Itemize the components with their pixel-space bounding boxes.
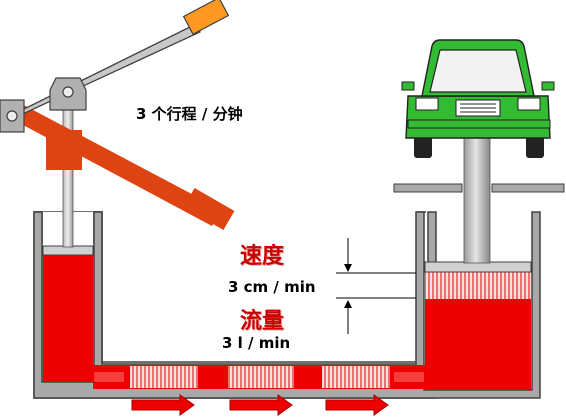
flow-arrow-icon <box>229 394 293 416</box>
platform-left <box>393 183 463 193</box>
big-piston <box>424 261 532 273</box>
big-piston-rod <box>463 131 491 264</box>
lever-lower-position <box>10 102 235 231</box>
flow-value: 3 l / min <box>222 334 291 352</box>
pivot-pin-icon <box>6 110 18 122</box>
car-icon <box>401 39 555 158</box>
lever-upper-position <box>12 0 230 120</box>
speed-title: 速度 <box>240 243 285 269</box>
speed-dimension-marker <box>336 238 416 334</box>
speed-value: 3 cm / min <box>228 278 316 296</box>
fluid-flow-segment <box>130 366 198 388</box>
flow-title: 流量 <box>240 308 285 334</box>
flow-arrow-icon <box>131 394 195 416</box>
strokes-label: 3 个行程 / 分钟 <box>136 105 243 123</box>
flow-arrow-icon <box>325 394 389 416</box>
small-cylinder-fluid <box>43 254 93 382</box>
platform-right <box>491 183 565 193</box>
flow-arrows <box>131 394 389 416</box>
lever-handle <box>182 0 230 36</box>
small-piston-rod <box>62 99 74 248</box>
fluid-flow-segment <box>228 366 294 388</box>
big-cylinder-moving-fluid <box>425 272 531 299</box>
big-cylinder-fluid <box>425 298 531 390</box>
fluid-flow-segment <box>322 366 390 388</box>
linkage-pin-icon <box>62 86 74 98</box>
